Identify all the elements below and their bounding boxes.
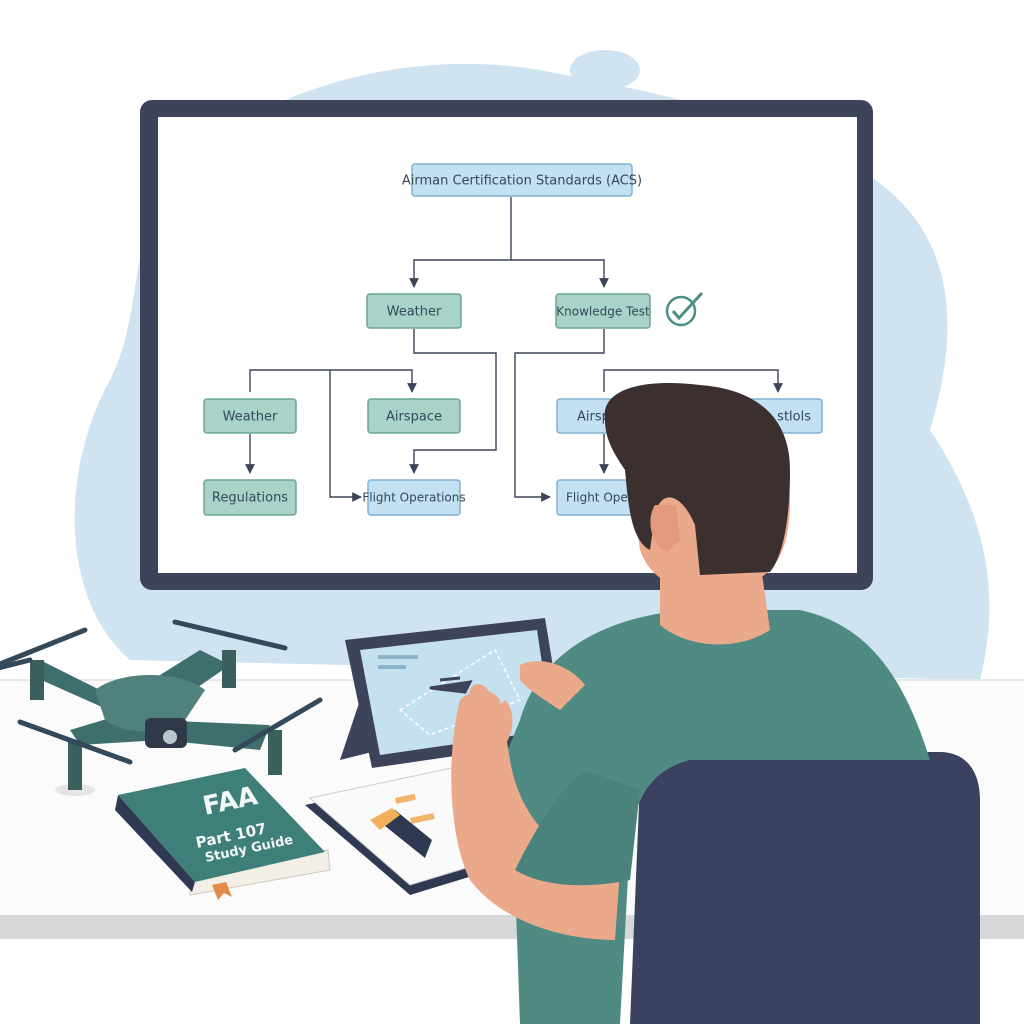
node-knowledge-test[interactable]: Knowledge Test [555,293,651,329]
svg-text:Flight Operations: Flight Operations [362,491,465,505]
svg-text:Airman Certification Standards: Airman Certification Standards (ACS) [402,174,642,189]
node-regulations[interactable]: Regulations [203,479,297,516]
svg-text:stlols: stlols [777,410,811,425]
hand-right [520,661,585,710]
node-weather[interactable]: Weather [366,293,462,329]
svg-text:Weather: Weather [387,305,442,320]
node-weather-sub[interactable]: Weather [203,398,297,434]
background-dot [570,50,640,90]
drone-icon [0,619,323,796]
node-flight-operations[interactable]: Flight Operations [362,479,466,516]
chair [630,752,980,1024]
highlighter-icon [370,808,432,858]
node-airspace[interactable]: Airspace [367,398,461,434]
ear [650,505,680,552]
svg-text:Airspace: Airspace [386,410,442,425]
svg-text:Airsp: Airsp [577,410,610,425]
flowchart-connectors [245,197,783,502]
bookmark-icon [212,882,232,900]
hand-pointing [468,684,513,750]
svg-text:Knowledge Test: Knowledge Test [556,305,650,319]
node-acs[interactable]: Airman Certification Standards (ACS) [402,163,642,197]
checkmark-circle-icon [665,291,704,327]
sleeve [515,770,640,886]
svg-text:Flight Oper: Flight Oper [566,491,633,505]
svg-text:Weather: Weather [223,410,278,425]
svg-text:Regulations: Regulations [212,491,288,506]
person [451,383,980,1024]
study-guide-book: FAA Part 107 Study Guide [115,768,331,900]
